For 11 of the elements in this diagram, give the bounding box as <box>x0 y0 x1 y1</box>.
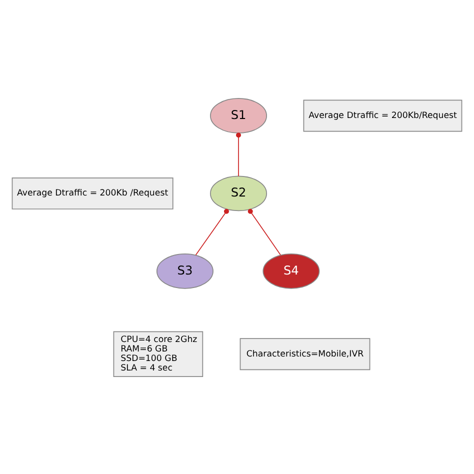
connector <box>236 132 242 176</box>
node-ellipse: S1 <box>210 98 268 133</box>
node-ellipse: S4 <box>262 252 320 288</box>
node-box: Average Dtraffic = 200Kb /Request <box>12 176 174 209</box>
node-ellipse: S2 <box>210 175 268 211</box>
node-ellipse: S3 <box>156 252 214 288</box>
node-box: Average Dtraffic = 200Kb/Request <box>303 99 462 132</box>
connector <box>248 208 281 255</box>
connector <box>195 208 229 255</box>
node-box: CPU=4 core 2Ghz RAM=6 GB SSD=100 GB SLA = 4 sec <box>113 330 204 376</box>
node-box: Characteristics=Mobile,IVR <box>240 338 370 370</box>
